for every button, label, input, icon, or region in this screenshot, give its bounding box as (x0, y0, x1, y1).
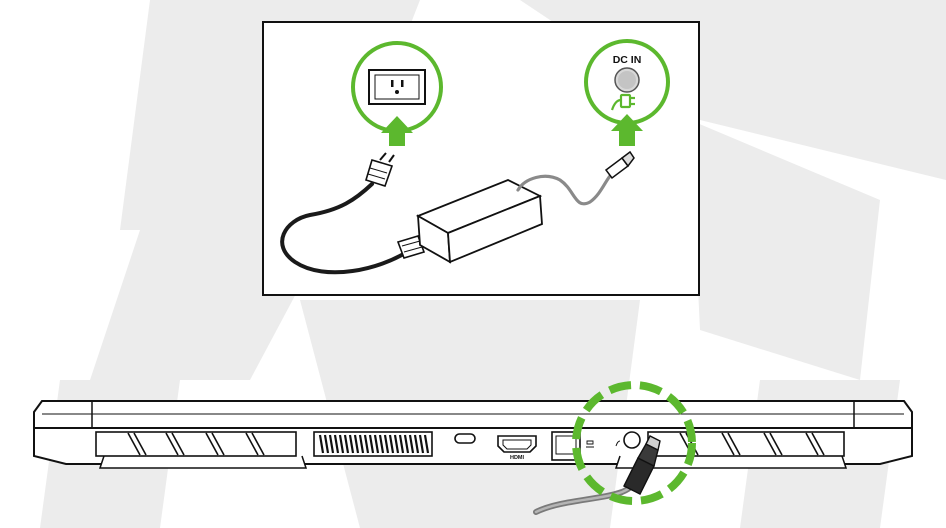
wall-plug (365, 152, 395, 187)
vent-slat (353, 434, 360, 454)
vent-slat (378, 434, 385, 454)
vent-slat (348, 434, 355, 454)
ac-connector (396, 235, 426, 259)
vent-slat (418, 434, 425, 454)
vent-slat (393, 434, 400, 454)
vent-slat (383, 434, 390, 454)
vent-slat (333, 434, 340, 454)
vent-slat (413, 434, 420, 454)
vent-slat (373, 434, 380, 454)
vent-slat (408, 434, 415, 454)
usb-c-port-icon (454, 433, 476, 444)
wall-outlet-callout (351, 41, 443, 133)
left-vent-grille (95, 431, 297, 457)
vent-slat (368, 434, 375, 454)
vent-slat (398, 434, 405, 454)
down-arrow-icon (381, 116, 413, 146)
dc-cable (516, 174, 612, 206)
laptop-dc-in-port (615, 431, 641, 449)
center-vent-grille (313, 431, 433, 457)
vent-slat (403, 434, 410, 454)
vent-slat (338, 434, 345, 454)
dc-in-highlight-circle (572, 381, 696, 505)
vent-slat (388, 434, 395, 454)
hdmi-label: HDMI (510, 455, 525, 461)
vent-slat (363, 434, 370, 454)
vent-slat (323, 434, 330, 454)
vent-slat (318, 434, 325, 454)
hdmi-port-icon: HDMI (497, 435, 537, 461)
wall-outlet-icon (368, 69, 426, 105)
dc-in-callout: DC IN (584, 39, 670, 125)
vent-slat (358, 434, 365, 454)
vent-slat (423, 434, 430, 454)
power-adapter (415, 179, 543, 264)
dc-in-label: DC IN (613, 54, 642, 66)
laptop-dc-plug (623, 435, 661, 495)
vent-slat (328, 434, 335, 454)
ac-power-cord (280, 182, 412, 275)
power-plug-icon (610, 93, 635, 111)
dc-in-port-icon (614, 67, 640, 93)
down-arrow-icon (611, 114, 643, 146)
vent-slat (343, 434, 350, 454)
dc-plug (604, 150, 635, 180)
